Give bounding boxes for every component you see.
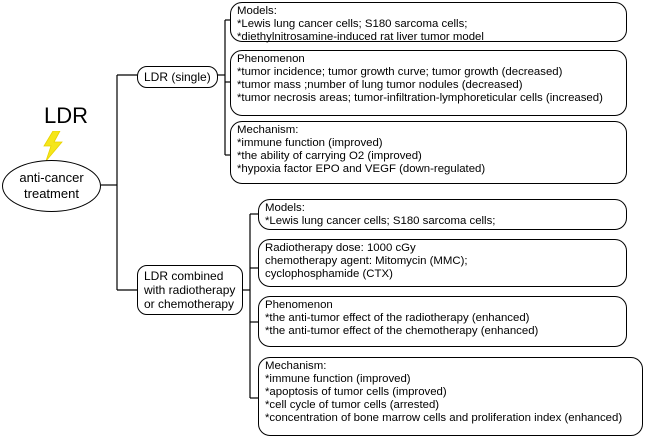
branch-ldr-combined-label-line2: with radiotherapy bbox=[144, 283, 236, 297]
branch-ldr-single: LDR (single) bbox=[137, 66, 218, 88]
combined-dose-box: Radiotherapy dose: 1000 cGy chemotherapy… bbox=[258, 239, 627, 287]
single-mechanism-line: *the ability of carrying O2 (improved) bbox=[237, 150, 422, 162]
single-phenomenon-line: *tumor mass ;number of lung tumor nodule… bbox=[237, 79, 523, 91]
combined-models-heading: Models: bbox=[265, 202, 305, 214]
combined-phenomenon-line: *the anti-tumor effect of the radiothera… bbox=[265, 312, 530, 324]
combined-models-box: Models: *Lewis lung cancer cells; S180 s… bbox=[258, 199, 627, 230]
single-mechanism-heading: Mechanism: bbox=[237, 124, 299, 136]
single-models-line: *Lewis lung cancer cells; S180 sarcoma c… bbox=[237, 18, 468, 30]
root-node: anti-cancer treatment bbox=[2, 160, 101, 212]
combined-mechanism-box: Mechanism: *immune function (improved) *… bbox=[258, 357, 643, 436]
branch-ldr-combined-label-line3: or chemotherapy bbox=[144, 297, 235, 311]
combined-mechanism-line: *immune function (improved) bbox=[265, 373, 411, 385]
single-mechanism-line: *hypoxia factor EPO and VEGF (down-regul… bbox=[237, 163, 486, 175]
single-mechanism-box: Mechanism: *immune function (improved) *… bbox=[230, 121, 627, 184]
combined-mechanism-line: *cell cycle of tumor cells (arrested) bbox=[265, 399, 440, 411]
single-models-box: Models: *Lewis lung cancer cells; S180 s… bbox=[230, 2, 627, 43]
combined-mechanism-line: *apoptosis of tumor cells (improved) bbox=[265, 386, 447, 398]
root-label-line2: treatment bbox=[24, 186, 79, 201]
combined-mechanism-line: *concentration of bone marrow cells and … bbox=[265, 412, 623, 424]
combined-dose-line: chemotherapy agent: Mitomycin (MMC); bbox=[265, 255, 468, 267]
combined-phenomenon-box: Phenomenon *the anti-tumor effect of the… bbox=[258, 296, 627, 347]
root-label-line1: anti-cancer bbox=[19, 170, 84, 185]
single-phenomenon-line: *tumor necrosis areas; tumor-infiltratio… bbox=[237, 92, 603, 104]
single-models-line: *diethylnitrosamine-induced rat liver tu… bbox=[237, 31, 484, 43]
single-phenomenon-box: Phenomenon *tumor incidence; tumor growt… bbox=[230, 50, 627, 116]
single-phenomenon-heading: Phenomenon bbox=[237, 53, 305, 65]
combined-mechanism-heading: Mechanism: bbox=[265, 360, 327, 372]
branch-ldr-single-label: LDR (single) bbox=[144, 70, 211, 84]
combined-phenomenon-heading: Phenomenon bbox=[265, 299, 333, 311]
branch-ldr-combined: LDR combined with radiotherapy or chemot… bbox=[137, 265, 243, 315]
single-phenomenon-line: *tumor incidence; tumor growth curve; tu… bbox=[237, 66, 563, 78]
combined-dose-line: cyclophosphamide (CTX) bbox=[265, 268, 393, 280]
combined-phenomenon-line: *the anti-tumor effect of the chemothera… bbox=[265, 325, 539, 337]
lightning-bolt-icon bbox=[43, 131, 63, 161]
single-models-heading: Models: bbox=[237, 5, 277, 17]
combined-models-line: *Lewis lung cancer cells; S180 sarcoma c… bbox=[265, 215, 496, 227]
ldr-title: LDR bbox=[44, 103, 89, 128]
branch-ldr-combined-label-line1: LDR combined bbox=[144, 269, 224, 283]
combined-dose-heading: Radiotherapy dose: 1000 cGy bbox=[265, 242, 416, 254]
single-mechanism-line: *immune function (improved) bbox=[237, 137, 383, 149]
